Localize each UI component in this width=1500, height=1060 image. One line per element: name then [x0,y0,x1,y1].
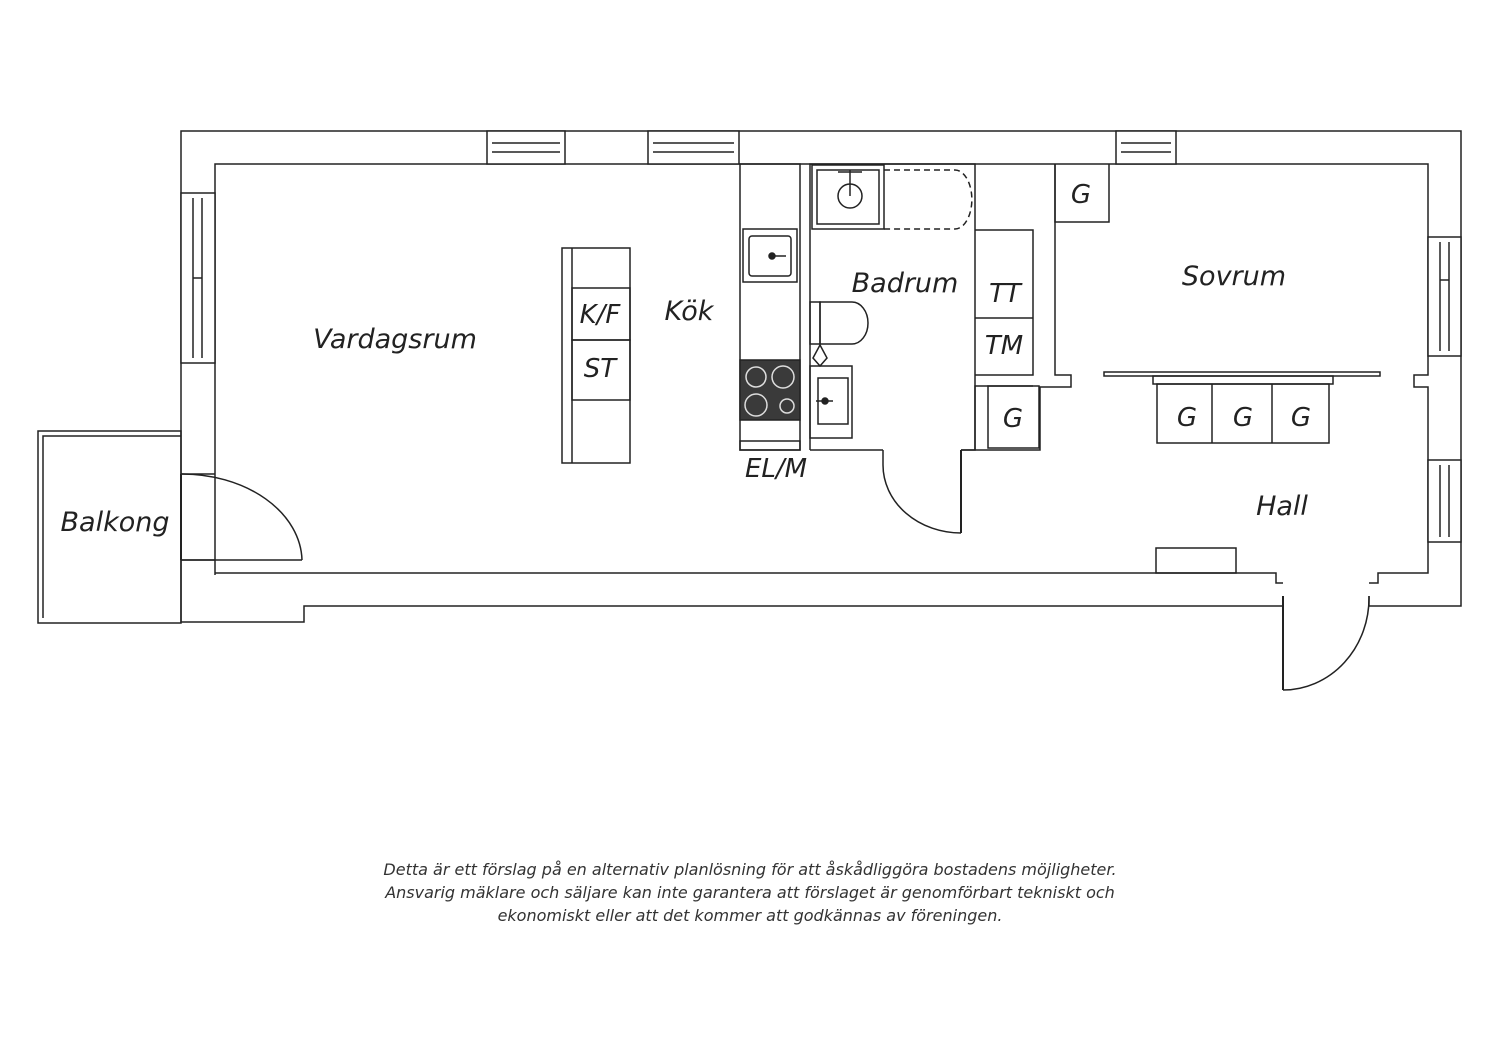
hall-bench [1155,547,1237,574]
label-garderob: G [1071,180,1091,210]
label-elcentral: EL/M [745,454,807,484]
toilet [809,301,869,345]
disclaimer-line: Detta är ett förslag på en alternativ pl… [383,860,1117,879]
wardrobe-row [1156,383,1330,444]
doors [180,450,1370,691]
door-bathroom [882,450,962,534]
label-garderob: G [1003,404,1023,434]
label-storskap: ST [584,354,619,384]
window-left [180,192,216,364]
label-vardagsrum: Vardagsrum [313,324,477,355]
bathroom-fixtures [809,163,1034,451]
kitchen-sink [742,228,798,283]
bathroom-sink [809,343,853,439]
kitchen-fixtures [561,163,801,464]
label-torktumlare: TT [989,279,1023,309]
window-top-2 [647,130,740,165]
fixture-labels: K/F ST EL/M TT TM G G G G G [580,180,1311,484]
fridge-island [561,247,631,464]
disclaimer-text: Detta är ett förslag på en alternativ pl… [250,858,1250,927]
label-kok: Kök [665,296,715,327]
window-right-2 [1427,459,1462,543]
room-labels: Vardagsrum Kök Badrum Sovrum Hall Balkon… [61,261,1309,538]
label-sovrum: Sovrum [1182,261,1286,292]
label-garderob: G [1233,403,1253,433]
disclaimer-line: Ansvarig mäklare och säljare kan inte ga… [385,883,1115,902]
door-balcony [180,473,303,561]
window-top-3 [1115,130,1177,165]
label-kyl-frys: K/F [580,300,622,330]
bathtub [811,164,973,230]
label-balkong: Balkong [61,507,170,538]
label-garderob: G [1291,403,1311,433]
label-badrum: Badrum [852,268,959,299]
window-right-1 [1427,236,1462,357]
window-top-1 [486,130,566,165]
laundry-column [975,229,1034,376]
windows [180,130,1462,543]
door-entrance [1282,595,1370,691]
label-garderob: G [1177,403,1197,433]
wardrobe-hall-small [987,385,1040,449]
stove [739,359,801,421]
disclaimer-line: ekonomiskt eller att det kommer att godk… [497,906,1003,925]
bedroom-walls [961,164,1381,574]
label-hall: Hall [1256,491,1308,522]
label-tvattmaskin: TM [985,331,1023,361]
